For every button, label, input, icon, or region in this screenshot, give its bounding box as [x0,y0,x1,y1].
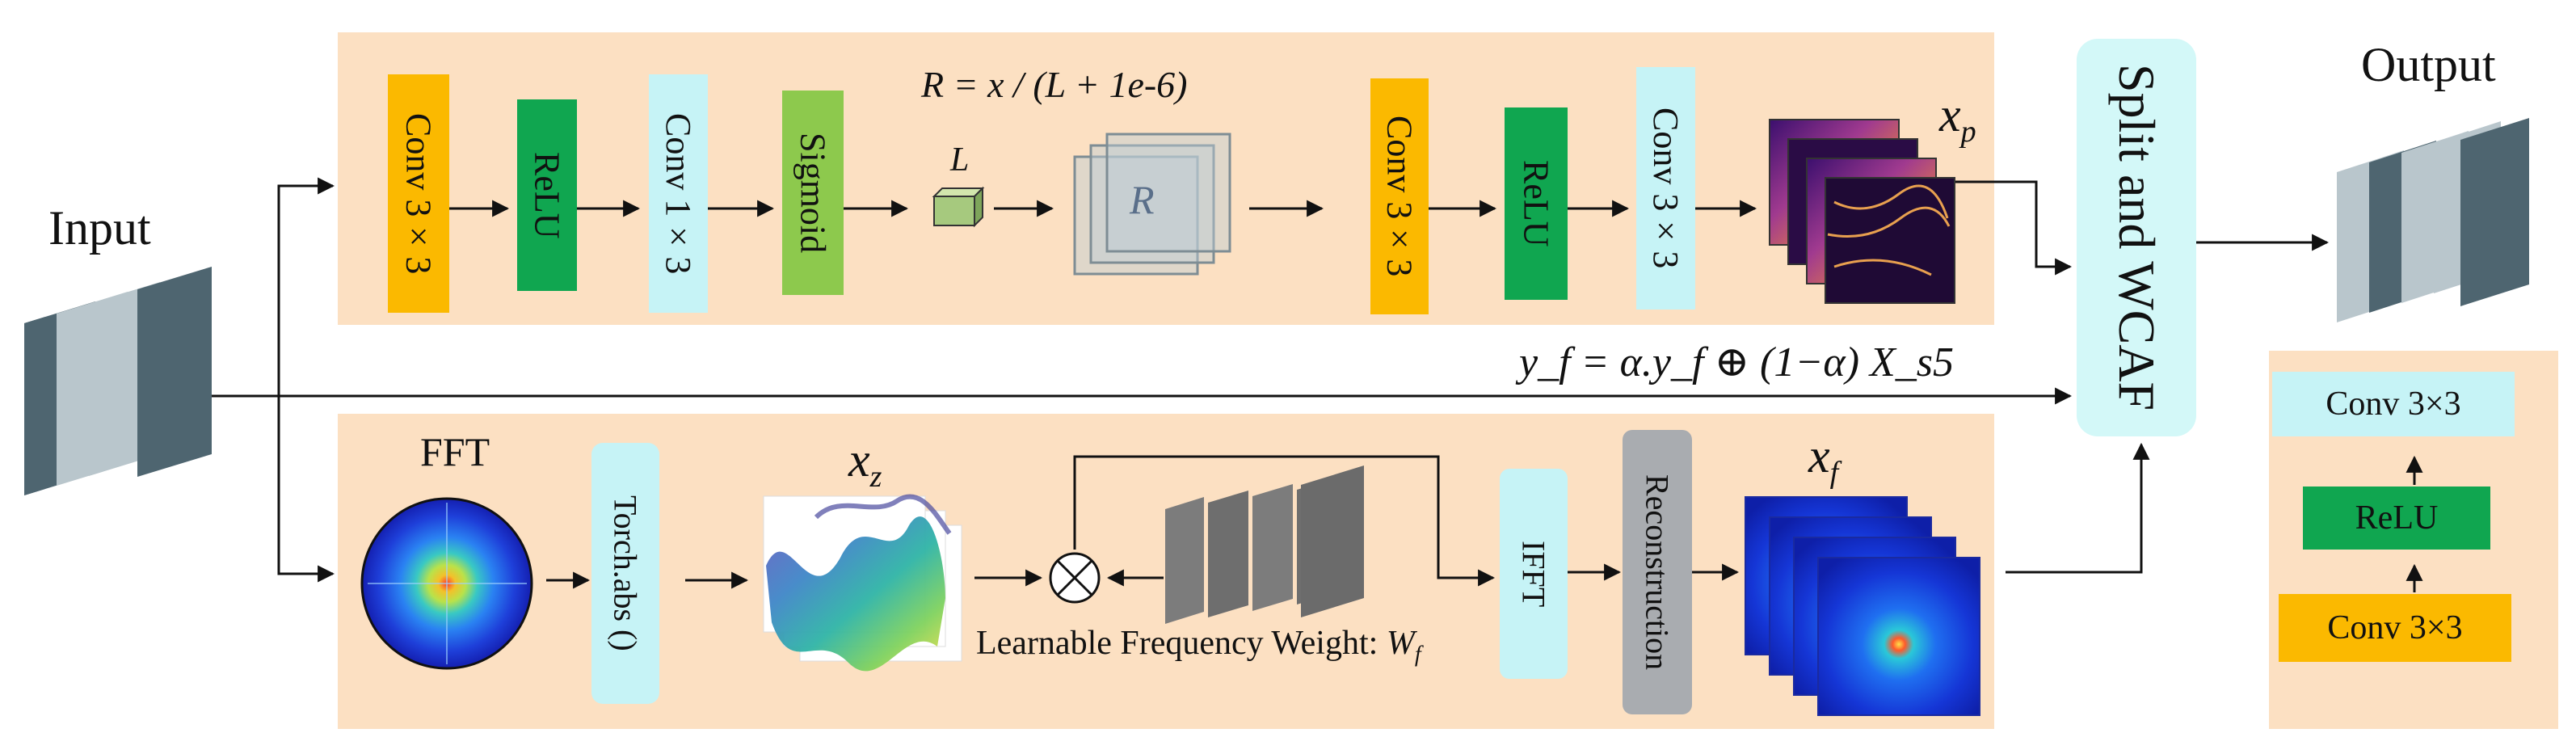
sigmoid-block: Sigmoid [782,91,844,295]
ifft-block: IFFT [1500,469,1568,679]
input-feature-stack [24,267,212,495]
xp-subscript: p [1960,115,1976,149]
spatial-branch-panel [338,32,1994,325]
fft-label: FFT [420,429,490,474]
bottom-branch-arrows [546,442,2150,589]
torch-abs-block: Torch.abs () [591,443,659,704]
ratio-maps [1073,133,1231,276]
fusion-formula: y_f = α.y_f ⊕ (1−α) X_s5 [1519,339,1955,385]
split-and-wcaf-block: Split and WCAF [2077,39,2196,436]
xz-subscript: z [869,460,882,494]
xf-spectrum-maps [1745,496,1980,716]
conv-1x3-block: Conv 1×3 [649,74,708,313]
xz-label: xz [848,432,882,495]
learnable-frequency-weight-label: Learnable Frequency Weight: Wf [976,624,1421,668]
reconstruction-block: Reconstruction [1623,430,1692,714]
xp-label: xp [1939,87,1976,150]
input-label: Input [48,201,151,255]
multiply-node [1049,552,1101,604]
output-label: Output [2361,38,2496,91]
legend-relu: ReLU [2303,487,2490,550]
xp-feature-maps [1769,119,1955,304]
ratio-formula: R = x / (L + 1e-6) [921,64,1188,105]
top-branch-arrows [449,180,2330,276]
conv-3x3-block-2: Conv 3×3 [1370,78,1429,314]
output-feature-stack [2337,118,2529,322]
xz-surface-plots [763,494,962,672]
l-cube [932,186,985,228]
conv-3x3-block-3: Conv 3×3 [1636,67,1695,310]
xp-symbol: x [1939,88,1961,141]
l-label: L [950,141,970,179]
relu-block-1: ReLU [517,99,577,291]
fft-spectrum [360,497,533,670]
lfw-symbol: W [1386,625,1415,662]
xf-symbol: x [1808,429,1830,482]
relu-block-2: ReLU [1505,107,1568,300]
xf-subscript: f [1829,456,1839,490]
input-routing [212,177,2073,583]
legend-conv-3x3-top: Conv 3×3 [2272,372,2515,436]
xf-label: xf [1808,428,1838,491]
conv-3x3-block-1: Conv 3×3 [388,74,449,313]
legend-conv-3x3-bottom: Conv 3×3 [2279,594,2511,662]
lfw-text: Learnable Frequency Weight: [976,625,1387,662]
r-label: R [1130,177,1155,222]
lfw-subscript: f [1414,642,1421,668]
xz-symbol: x [848,433,870,487]
learnable-weight-stack [1165,465,1364,624]
